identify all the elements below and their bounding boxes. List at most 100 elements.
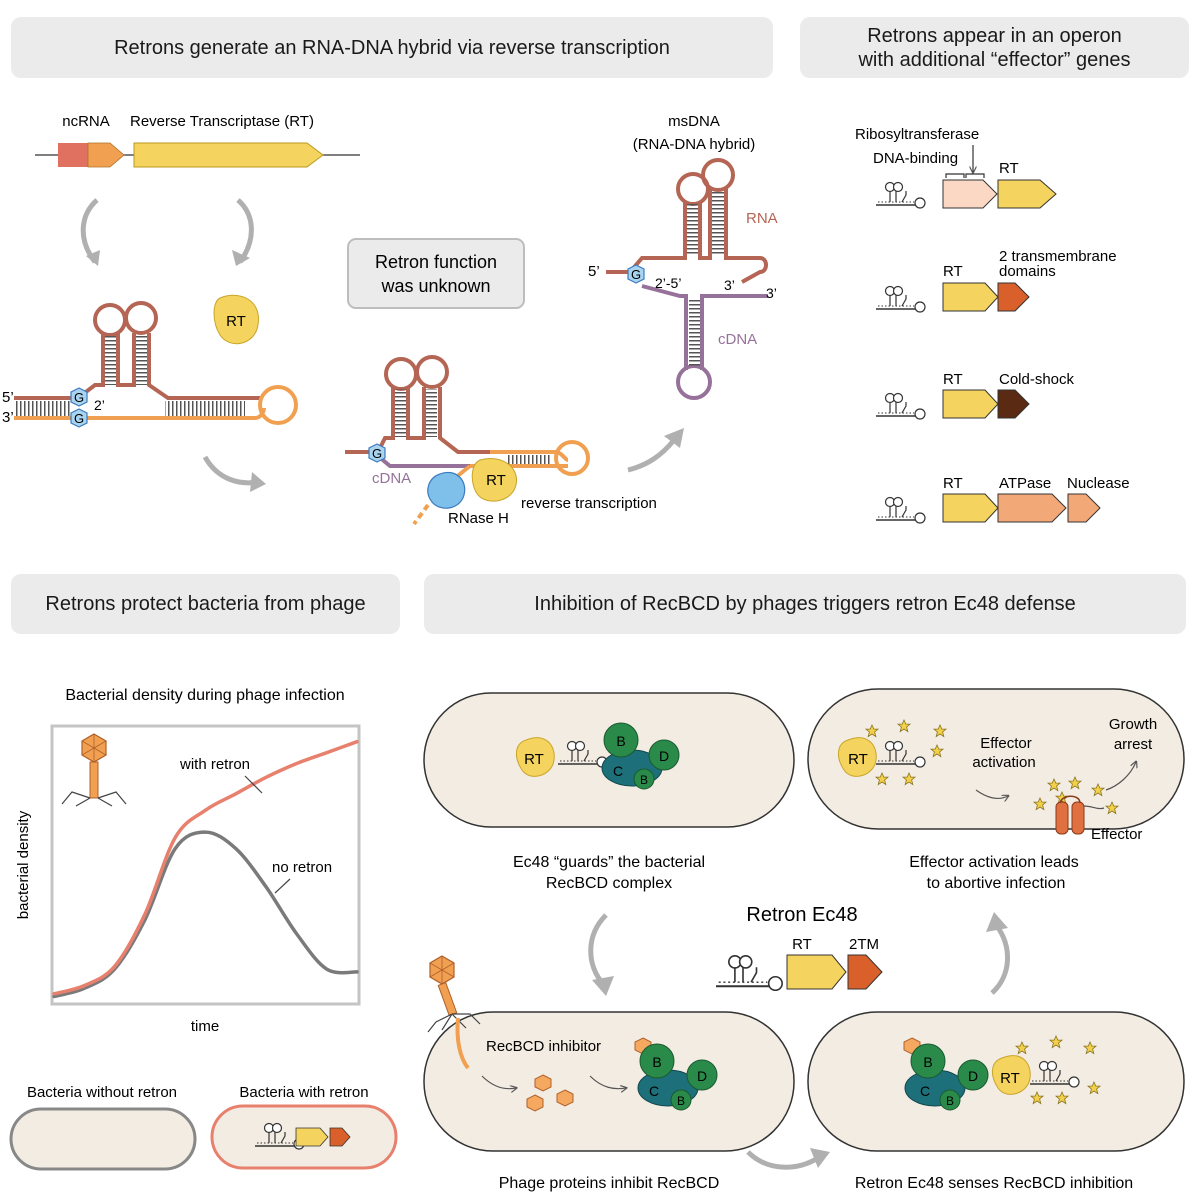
recd-label-cell1: D [659, 748, 669, 764]
flow-arrow-up [990, 923, 1010, 995]
growth-arrest-line1: Growth [1109, 716, 1157, 733]
msdna-label-line1: msDNA [668, 113, 720, 130]
five-prime-label-a: 5’ [2, 389, 14, 406]
five-prime-label-msdna: 5’ [588, 263, 600, 280]
ribosyltransferase-label: Ribosyltransferase [855, 126, 979, 143]
recb-label-cell4: B [923, 1054, 932, 1070]
linkage-label: 2’-5’ [655, 275, 681, 291]
g-label-msdna: G [631, 267, 641, 282]
panel-title-operon-line2: with additional “effector” genes [858, 48, 1131, 71]
panel-recbcd: RT B D C B Ec48 “guards” the bacterial R… [423, 688, 1185, 1192]
rt-label-cell1: RT [524, 751, 544, 768]
arrow-to-rt [202, 455, 259, 486]
operon-row-1 [875, 179, 1057, 209]
effector-nuclease [1067, 493, 1101, 523]
flow-arrow-right-head [810, 1148, 830, 1168]
g-label-top: G [74, 390, 84, 405]
cdna-label-mid: cDNA [372, 470, 411, 487]
g-hexagon-msdna [627, 264, 645, 284]
operon-row-2 [875, 282, 1030, 313]
effector-atpase [997, 493, 1067, 523]
three-prime-label-msdna-b: 3’ [766, 285, 777, 301]
flow-arrow-up-head [986, 912, 1008, 932]
rt-label-row4: RT [943, 475, 963, 492]
recb2-label-cell4: B [946, 1094, 954, 1108]
g-hexagon-mid [368, 443, 386, 463]
recc-label-cell1: C [613, 763, 623, 779]
rnase-h-blob [427, 471, 466, 509]
three-prime-label-a: 3’ [2, 409, 14, 426]
rt-label-cell4: RT [1000, 1070, 1020, 1087]
series-pointer-with-retron [244, 775, 263, 794]
effector-activation-line2: activation [972, 754, 1035, 771]
operon-row-3 [875, 389, 1030, 420]
rt-label-row1: RT [999, 160, 1019, 177]
y-axis-label: bacterial density [15, 810, 32, 919]
panel-title-protect: Retrons protect bacteria from phage [11, 574, 400, 634]
phage-icon-cell [427, 955, 481, 1033]
senses-caption: Retron Ec48 senses RecBCD inhibition [855, 1175, 1133, 1192]
series-line-no-retron [52, 830, 359, 999]
inhibitor-proteins [526, 1037, 652, 1112]
ncrna-structure [14, 301, 298, 425]
rt-blob-cell1 [516, 737, 555, 777]
rt-label-cell2: RT [848, 751, 868, 768]
rt-gene-row1 [997, 179, 1057, 209]
cdna-label-msdna: cDNA [718, 331, 757, 348]
abortive-caption-line2: to abortive infection [927, 875, 1066, 892]
panel-title-operon: Retrons appear in an operon with additio… [800, 17, 1189, 78]
effector-membrane-protein [1055, 795, 1105, 835]
retron-ec48-operon [714, 954, 883, 992]
curved-arrow-left-head [86, 250, 100, 266]
bacteria-without-label: Bacteria without retron [27, 1084, 177, 1101]
plot-title: Bacterial density during phage infection [65, 687, 344, 704]
recd-label-cell4: D [968, 1068, 978, 1084]
tm-label-line1: 2 transmembrane [999, 248, 1117, 265]
recc-label-cell3: C [649, 1083, 659, 1099]
effector-cold-shock [997, 389, 1030, 419]
x-axis-label: time [191, 1018, 219, 1035]
bacterium-without-retron [9, 1107, 197, 1171]
inhibitor-arrow-1 [481, 1075, 516, 1089]
g-hexagon-top [70, 387, 88, 407]
recb2-label-cell3: B [677, 1094, 685, 1108]
growth-arrest-arrow [1105, 762, 1136, 791]
inhibitor-arrow-2 [589, 1075, 626, 1089]
g-label-bottom: G [74, 411, 84, 426]
panel-title-protect-text: Retrons protect bacteria from phage [45, 593, 366, 615]
series-label-with-retron: with retron [179, 756, 250, 773]
growth-arrest-line2: arrest [1114, 736, 1153, 753]
panel-protect: Bacterial density during phage infection… [9, 687, 398, 1171]
panel-title-retron-rt: Retrons generate an RNA-DNA hybrid via r… [11, 17, 773, 78]
series-label-no-retron: no retron [272, 859, 332, 876]
ncrna-gene-tip [87, 142, 125, 168]
recbcd-complex-cell3 [637, 1043, 718, 1111]
panel-title-recbcd: Inhibition of RecBCD by phages triggers … [424, 574, 1186, 634]
msdna-structure [606, 158, 768, 400]
ncrna-label: ncRNA [62, 113, 110, 130]
rt-blob-cell2 [838, 737, 877, 777]
operon-row-4 [875, 493, 1101, 524]
phage-dna-injection [455, 1017, 470, 1070]
panel-title-operon-line1: Retrons appear in an operon [867, 24, 1122, 47]
flow-arrow-down-head [592, 976, 614, 996]
recc-label-cell4: C [920, 1083, 930, 1099]
rnase-h-label: RNase H [448, 510, 509, 527]
two-prime-label: 2’ [94, 397, 105, 413]
cell-phage-inhibit [423, 1011, 795, 1152]
guards-caption-line1: Ec48 “guards” the bacterial [513, 854, 705, 871]
mini-operon-in-bacterium [254, 1122, 351, 1150]
rt-label-row3: RT [943, 371, 963, 388]
panel-retron-rt: ncRNA Reverse Transcriptase (RT) RT 5’ 3… [2, 113, 778, 527]
series-pointer-no-retron [274, 878, 291, 894]
retron-ec48-title: Retron Ec48 [746, 904, 857, 926]
effector-ribosyltransferase [942, 179, 998, 209]
rt-blob-label: RT [226, 313, 246, 330]
rt-label-row2: RT [943, 263, 963, 280]
panel-title-retron-rt-text: Retrons generate an RNA-DNA hybrid via r… [114, 36, 670, 59]
flow-arrow-down [588, 913, 608, 987]
rt-blob-cell4 [992, 1055, 1031, 1095]
flow-arrow-right [746, 1150, 820, 1170]
rt-gene-row3 [942, 389, 999, 419]
g-hexagon-bottom [70, 408, 88, 428]
